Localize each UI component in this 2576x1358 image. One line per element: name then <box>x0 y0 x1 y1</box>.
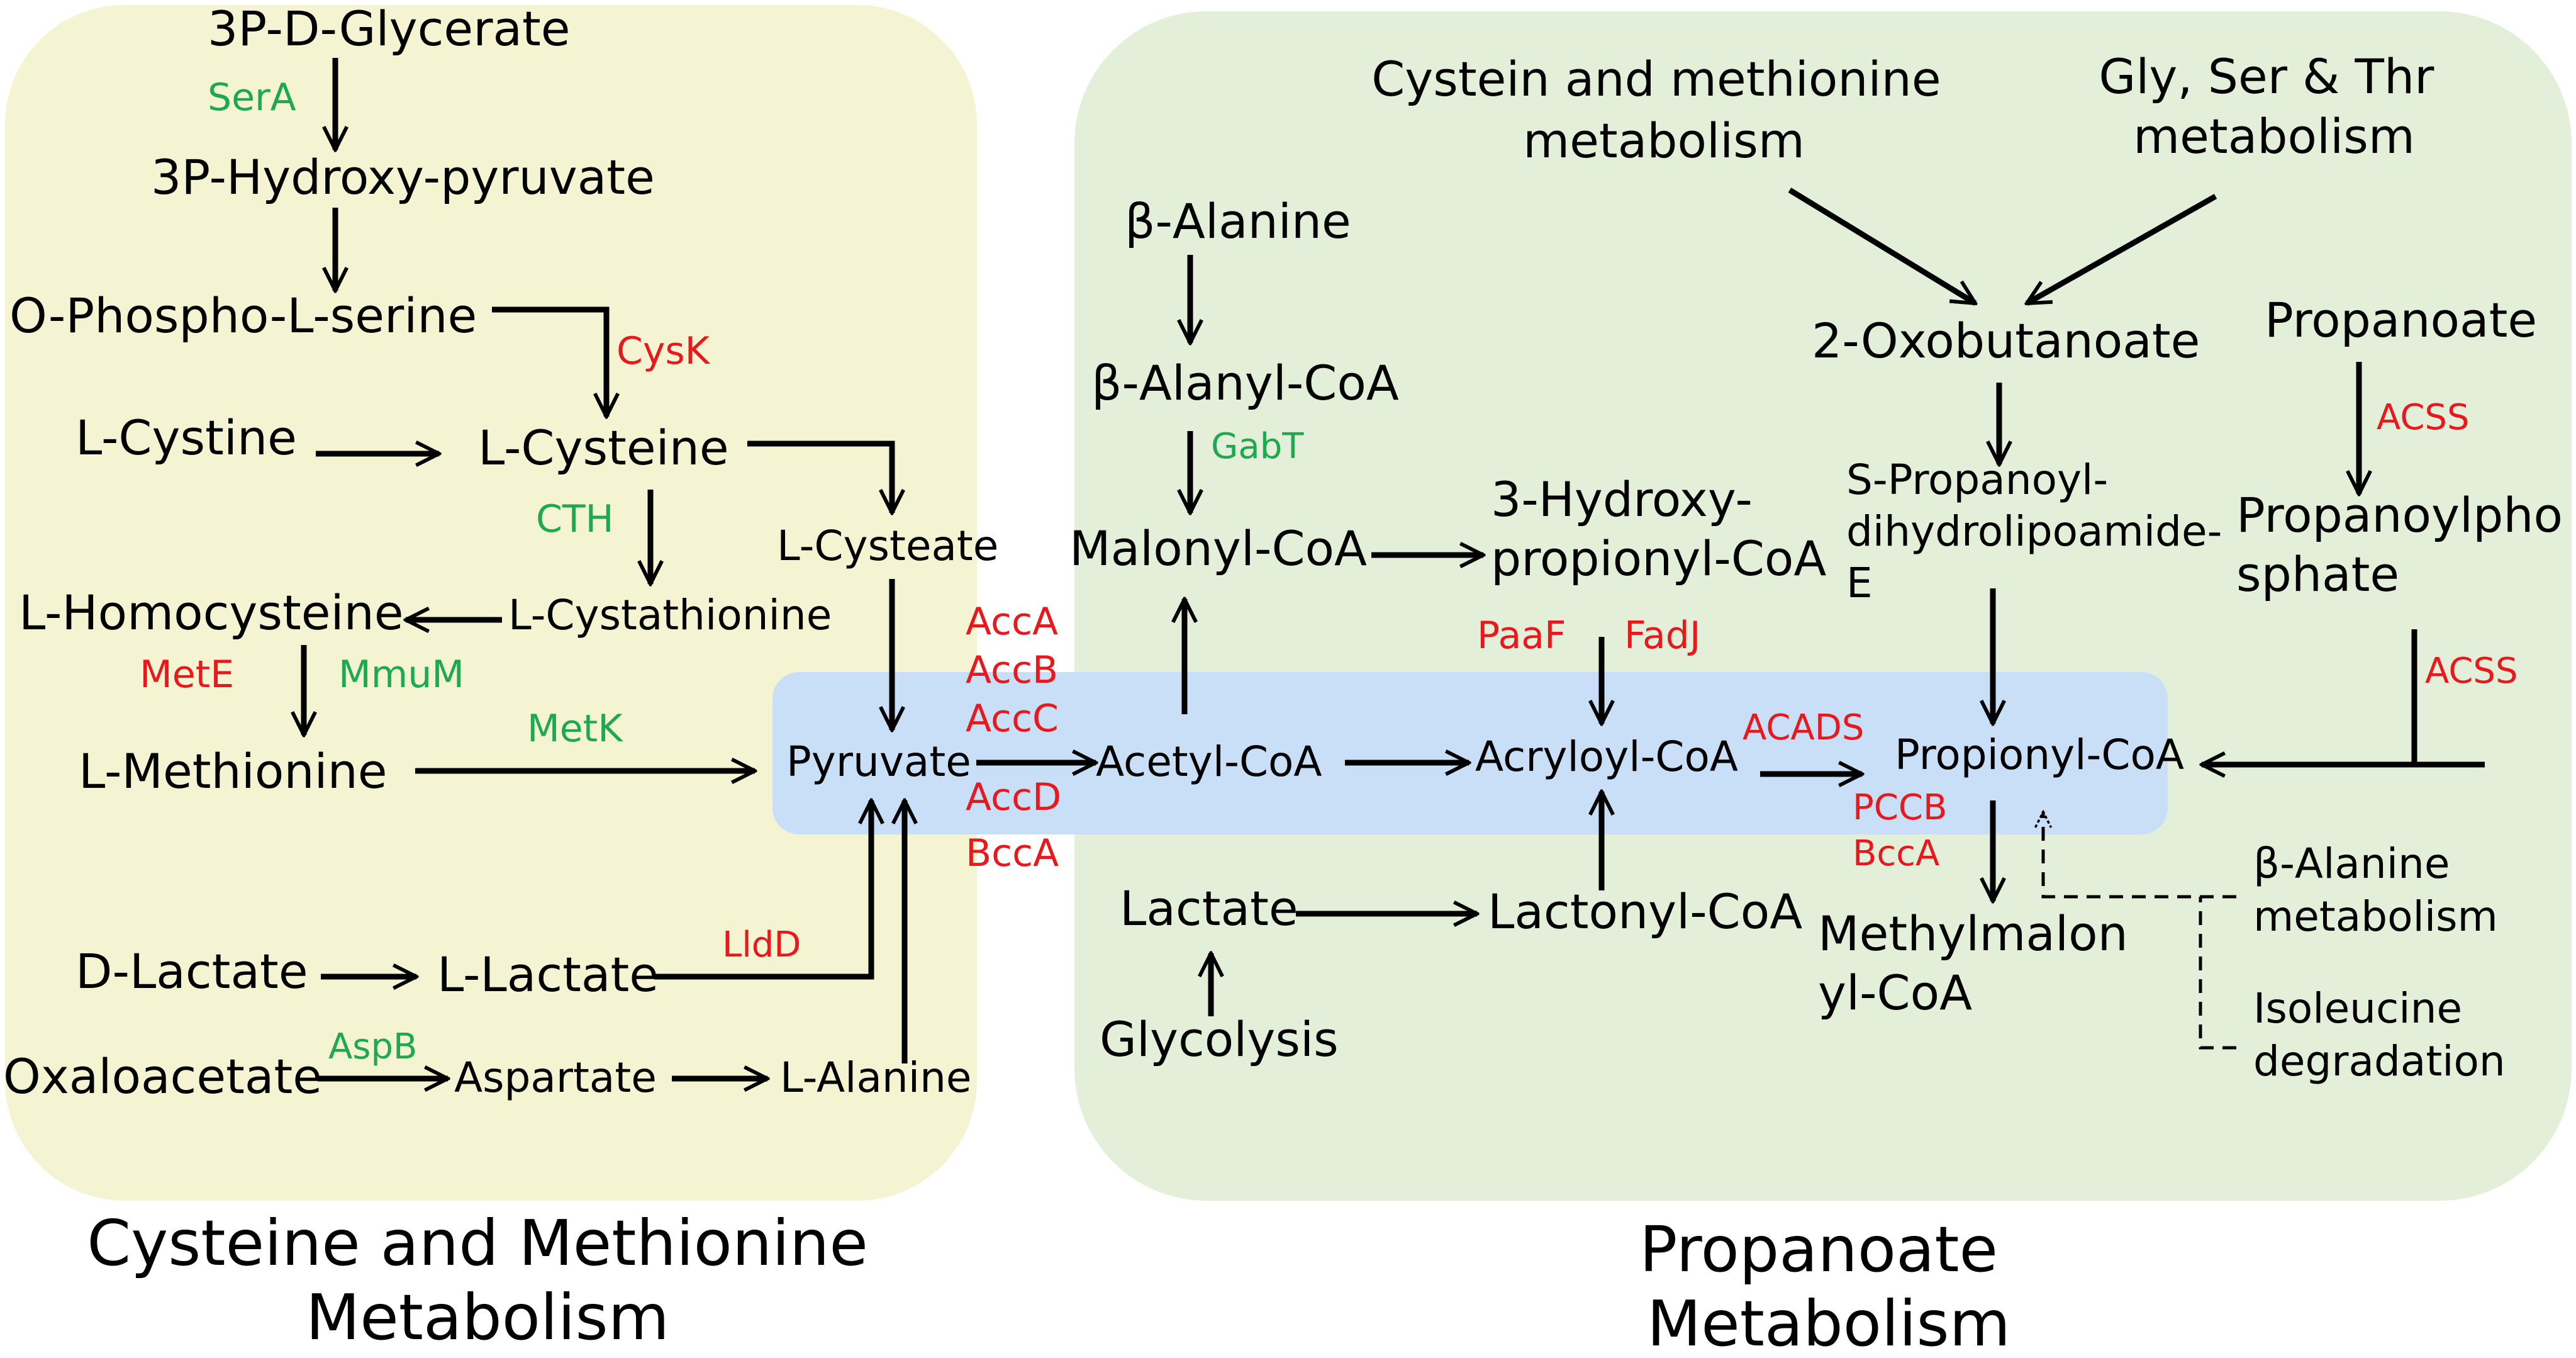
metabolite-3-hydroxy-propionyl-coa: 3-Hydroxy- propionyl-CoA <box>1491 471 1826 586</box>
metabolite-3p-hydroxy-pyruvate: 3P-Hydroxy-pyruvate <box>151 149 655 205</box>
metabolite-s-propanoyl-dihydrolipoamide-e: S-Propanoyl- dihydrolipoamide- E <box>1846 456 2235 607</box>
metabolite-l-alanine: L-Alanine <box>780 1053 972 1102</box>
metabolite-acryloyl-coa: Acryloyl-CoA <box>1475 732 1738 781</box>
enzyme-mete: MetE <box>140 653 234 697</box>
label-isoleucine-degradation: Isoleucine degradation <box>2253 984 2506 1086</box>
arrow-cysteine-to-cysteate <box>747 441 892 513</box>
metabolite-l-methionine: L-Methionine <box>79 743 388 799</box>
metabolite-2-oxobutanoate: 2-Oxobutanoate <box>1812 313 2200 369</box>
metabolite-oxaloacetate: Oxaloacetate <box>3 1048 322 1104</box>
enzyme-acads: ACADS <box>1742 707 1864 748</box>
dashed-isoleucine-link <box>2199 897 2236 1050</box>
enzyme-mmum: MmuM <box>338 653 464 697</box>
title-propanoate-metabolism: Propanoate Metabolism <box>1639 1213 2018 1358</box>
enzyme-cysk: CysK <box>616 329 711 373</box>
metabolite-l-cysteate: L-Cysteate <box>777 522 998 570</box>
enzyme-fadj: FadJ <box>1624 614 1701 658</box>
metabolite-labels: 3P-D-Glycerate 3P-Hydroxy-pyruvate O-Pho… <box>3 1 2576 1104</box>
metabolite-l-cystine: L-Cystine <box>75 410 297 466</box>
enzyme-bcca: BccA <box>1853 833 1939 874</box>
metabolite-l-homocysteine: L-Homocysteine <box>19 585 404 641</box>
metabolite-propanoylphosphate: Propanoylpho sphate <box>2236 487 2576 602</box>
enzyme-aspb: AspB <box>328 1026 417 1067</box>
arrow-cysmet-to-oxobutanoate <box>1788 188 1975 306</box>
metabolite-b-alanine: β-Alanine <box>1125 193 1351 249</box>
label-b-alanine-metabolism: β-Alanine metabolism <box>2253 839 2498 941</box>
dashed-connections <box>2043 812 2236 1050</box>
metabolite-d-lactate: D-Lactate <box>75 943 308 999</box>
metabolite-lactate: Lactate <box>1120 880 1298 936</box>
metabolite-propanoate: Propanoate <box>2265 292 2537 348</box>
enzyme-labels: SerA CysK CTH MetE MmuM MetK LldD AspB A… <box>140 76 2518 1067</box>
enzyme-lldd: LldD <box>722 924 801 965</box>
arrow-phosphoserine-to-cysteine <box>492 306 606 417</box>
metabolite-pyruvate: Pyruvate <box>786 738 971 786</box>
metabolite-o-phospho-l-serine: O-Phospho-L-serine <box>9 288 477 344</box>
metabolite-glycolysis: Glycolysis <box>1100 1011 1339 1067</box>
reaction-arrows <box>304 58 2485 1079</box>
propanoate-panel <box>1074 11 2572 1201</box>
arrow-glyserthr-to-oxobutanoate <box>2027 194 2217 306</box>
metabolite-lactonyl-coa: Lactonyl-CoA <box>1488 884 1802 940</box>
label-gly-ser-thr-metabolism: Gly, Ser & Thr metabolism <box>2099 48 2449 164</box>
enzyme-metk: MetK <box>527 707 623 751</box>
metabolite-propionyl-coa: Propionyl-CoA <box>1895 731 2184 779</box>
enzyme-cth: CTH <box>536 497 614 541</box>
enzyme-gabt: GabT <box>1211 426 1304 467</box>
metabolite-l-cysteine: L-Cysteine <box>478 420 729 476</box>
label-cystein-methionine-metabolism: Cystein and methionine metabolism <box>1371 51 1956 169</box>
enzyme-sera: SerA <box>208 76 296 120</box>
cysteine-methionine-panel <box>5 5 977 1201</box>
dashed-balanine-metabolism-link <box>2043 812 2236 899</box>
enzyme-acss-bottom: ACSS <box>2425 651 2518 692</box>
metabolite-l-lactate: L-Lactate <box>437 946 659 1002</box>
panel-titles: Cysteine and Methionine Metabolism Propa… <box>87 1206 2018 1358</box>
title-cysteine-methionine-metabolism: Cysteine and Methionine Metabolism <box>87 1206 888 1354</box>
metabolite-aspartate: Aspartate <box>454 1053 657 1102</box>
enzyme-acc-cluster: AccA AccB AccC AccD BccA <box>966 600 1073 875</box>
metabolite-3p-d-glycerate: 3P-D-Glycerate <box>208 1 571 57</box>
metabolite-l-cystathionine: L-Cystathionine <box>508 591 832 639</box>
metabolite-methylmalonyl-coa: Methylmalon yl-CoA <box>1818 906 2143 1021</box>
arrow-llactate-to-pyruvate <box>654 800 871 980</box>
enzyme-acss-top: ACSS <box>2377 397 2470 438</box>
enzyme-pccb: PCCB <box>1853 787 1947 828</box>
metabolite-acetyl-coa: Acetyl-CoA <box>1096 738 1322 786</box>
metabolite-b-alanyl-coa: β-Alanyl-CoA <box>1091 355 1399 411</box>
metabolite-malonyl-coa: Malonyl-CoA <box>1069 520 1367 576</box>
enzyme-paaf: PaaF <box>1477 614 1566 658</box>
